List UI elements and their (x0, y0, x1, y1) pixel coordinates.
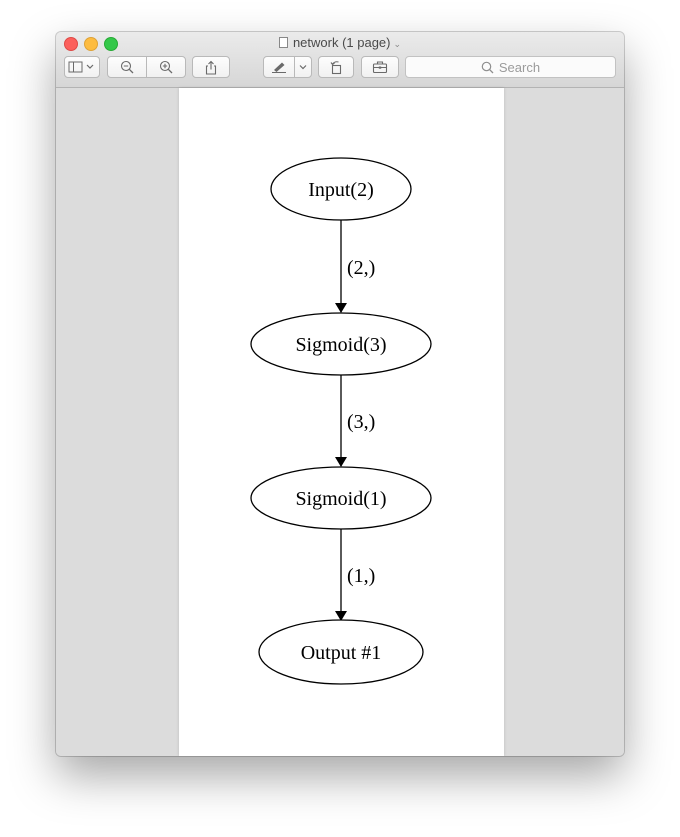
zoom-out-button[interactable] (107, 56, 147, 78)
rotate-icon (330, 60, 341, 74)
rotate-button[interactable] (318, 56, 354, 78)
node-label: Input(2) (308, 179, 374, 201)
edge-label: (2,) (347, 257, 375, 279)
preview-window: network (1 page)⌄ (56, 32, 624, 756)
search-placeholder: Search (498, 59, 541, 75)
title-chevron-icon: ⌄ (393, 39, 402, 49)
node-input (270, 157, 412, 221)
title-bar: network (1 page)⌄ (56, 32, 624, 88)
node-label: Output #1 (301, 642, 382, 664)
node-label: Sigmoid(1) (295, 488, 386, 510)
share-button[interactable] (192, 56, 230, 78)
sidebar-toggle-button[interactable] (64, 56, 100, 78)
zoom-out-icon (120, 60, 134, 74)
share-icon (205, 60, 217, 75)
toolbox-icon (372, 61, 388, 74)
window-title-text: network (1 page) (292, 35, 391, 50)
chevron-down-icon (299, 65, 307, 70)
markup-dropdown-button[interactable] (294, 56, 312, 78)
search-icon (481, 61, 494, 73)
zoom-in-button[interactable] (146, 56, 186, 78)
edge-label: (1,) (347, 565, 375, 587)
minimize-button[interactable] (84, 37, 98, 51)
search-field[interactable]: Search (405, 56, 616, 78)
zoom-in-icon (159, 60, 173, 74)
document-view[interactable]: (2,) (3,) (1,) Input(2) Sigmoid(3) Sigmo… (56, 88, 624, 756)
node-sigmoid-1 (250, 466, 432, 530)
pdf-page: (2,) (3,) (1,) Input(2) Sigmoid(3) Sigmo… (179, 88, 504, 756)
toolbox-button[interactable] (361, 56, 399, 78)
edge-label: (3,) (347, 411, 375, 433)
network-graph: (2,) (3,) (1,) Input(2) Sigmoid(3) Sigmo… (250, 157, 432, 685)
markup-button[interactable] (263, 56, 295, 78)
document-icon (278, 37, 288, 48)
window-title[interactable]: network (1 page)⌄ (56, 35, 624, 52)
node-label: Sigmoid(3) (295, 334, 386, 356)
zoom-button[interactable] (104, 37, 118, 51)
node-sigmoid-3 (250, 312, 432, 376)
node-output (258, 619, 424, 685)
markup-pen-icon (272, 62, 286, 73)
close-button[interactable] (64, 37, 78, 51)
sidebar-icon (68, 61, 94, 73)
